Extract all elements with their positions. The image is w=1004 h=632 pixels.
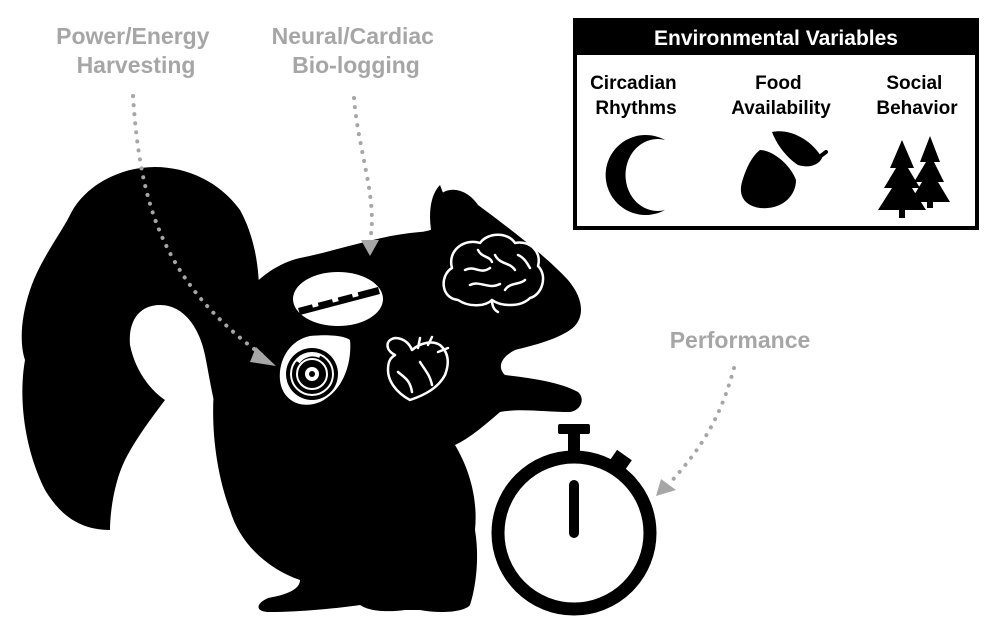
stopwatch-icon bbox=[491, 424, 657, 616]
performance-arrow bbox=[656, 366, 736, 496]
food-availability-label: Food Availability bbox=[731, 73, 831, 119]
environmental-variables-panel: Environmental Variables Circadian Rhythm… bbox=[573, 18, 979, 230]
neural-cardiac-label: Neural/Cardiac Bio-logging bbox=[272, 23, 441, 78]
performance-label: Performance bbox=[670, 327, 811, 353]
circadian-rhythms-label: Circadian Rhythms bbox=[590, 73, 682, 119]
power-arrow bbox=[131, 94, 276, 366]
pine-trees-icon bbox=[878, 136, 950, 218]
power-harvesting-label: Power/Energy Harvesting bbox=[56, 23, 216, 78]
energy-harvester-icon bbox=[279, 335, 351, 405]
heart-icon bbox=[386, 335, 450, 402]
bio-logger-icon bbox=[293, 272, 383, 326]
social-behavior-label: Social Behavior bbox=[876, 73, 958, 119]
brain-icon bbox=[442, 233, 545, 314]
acorn-icon bbox=[740, 131, 828, 209]
environmental-variables-title: Environmental Variables bbox=[654, 27, 898, 50]
crescent-moon-icon bbox=[605, 135, 665, 215]
neural-arrow bbox=[352, 96, 379, 256]
